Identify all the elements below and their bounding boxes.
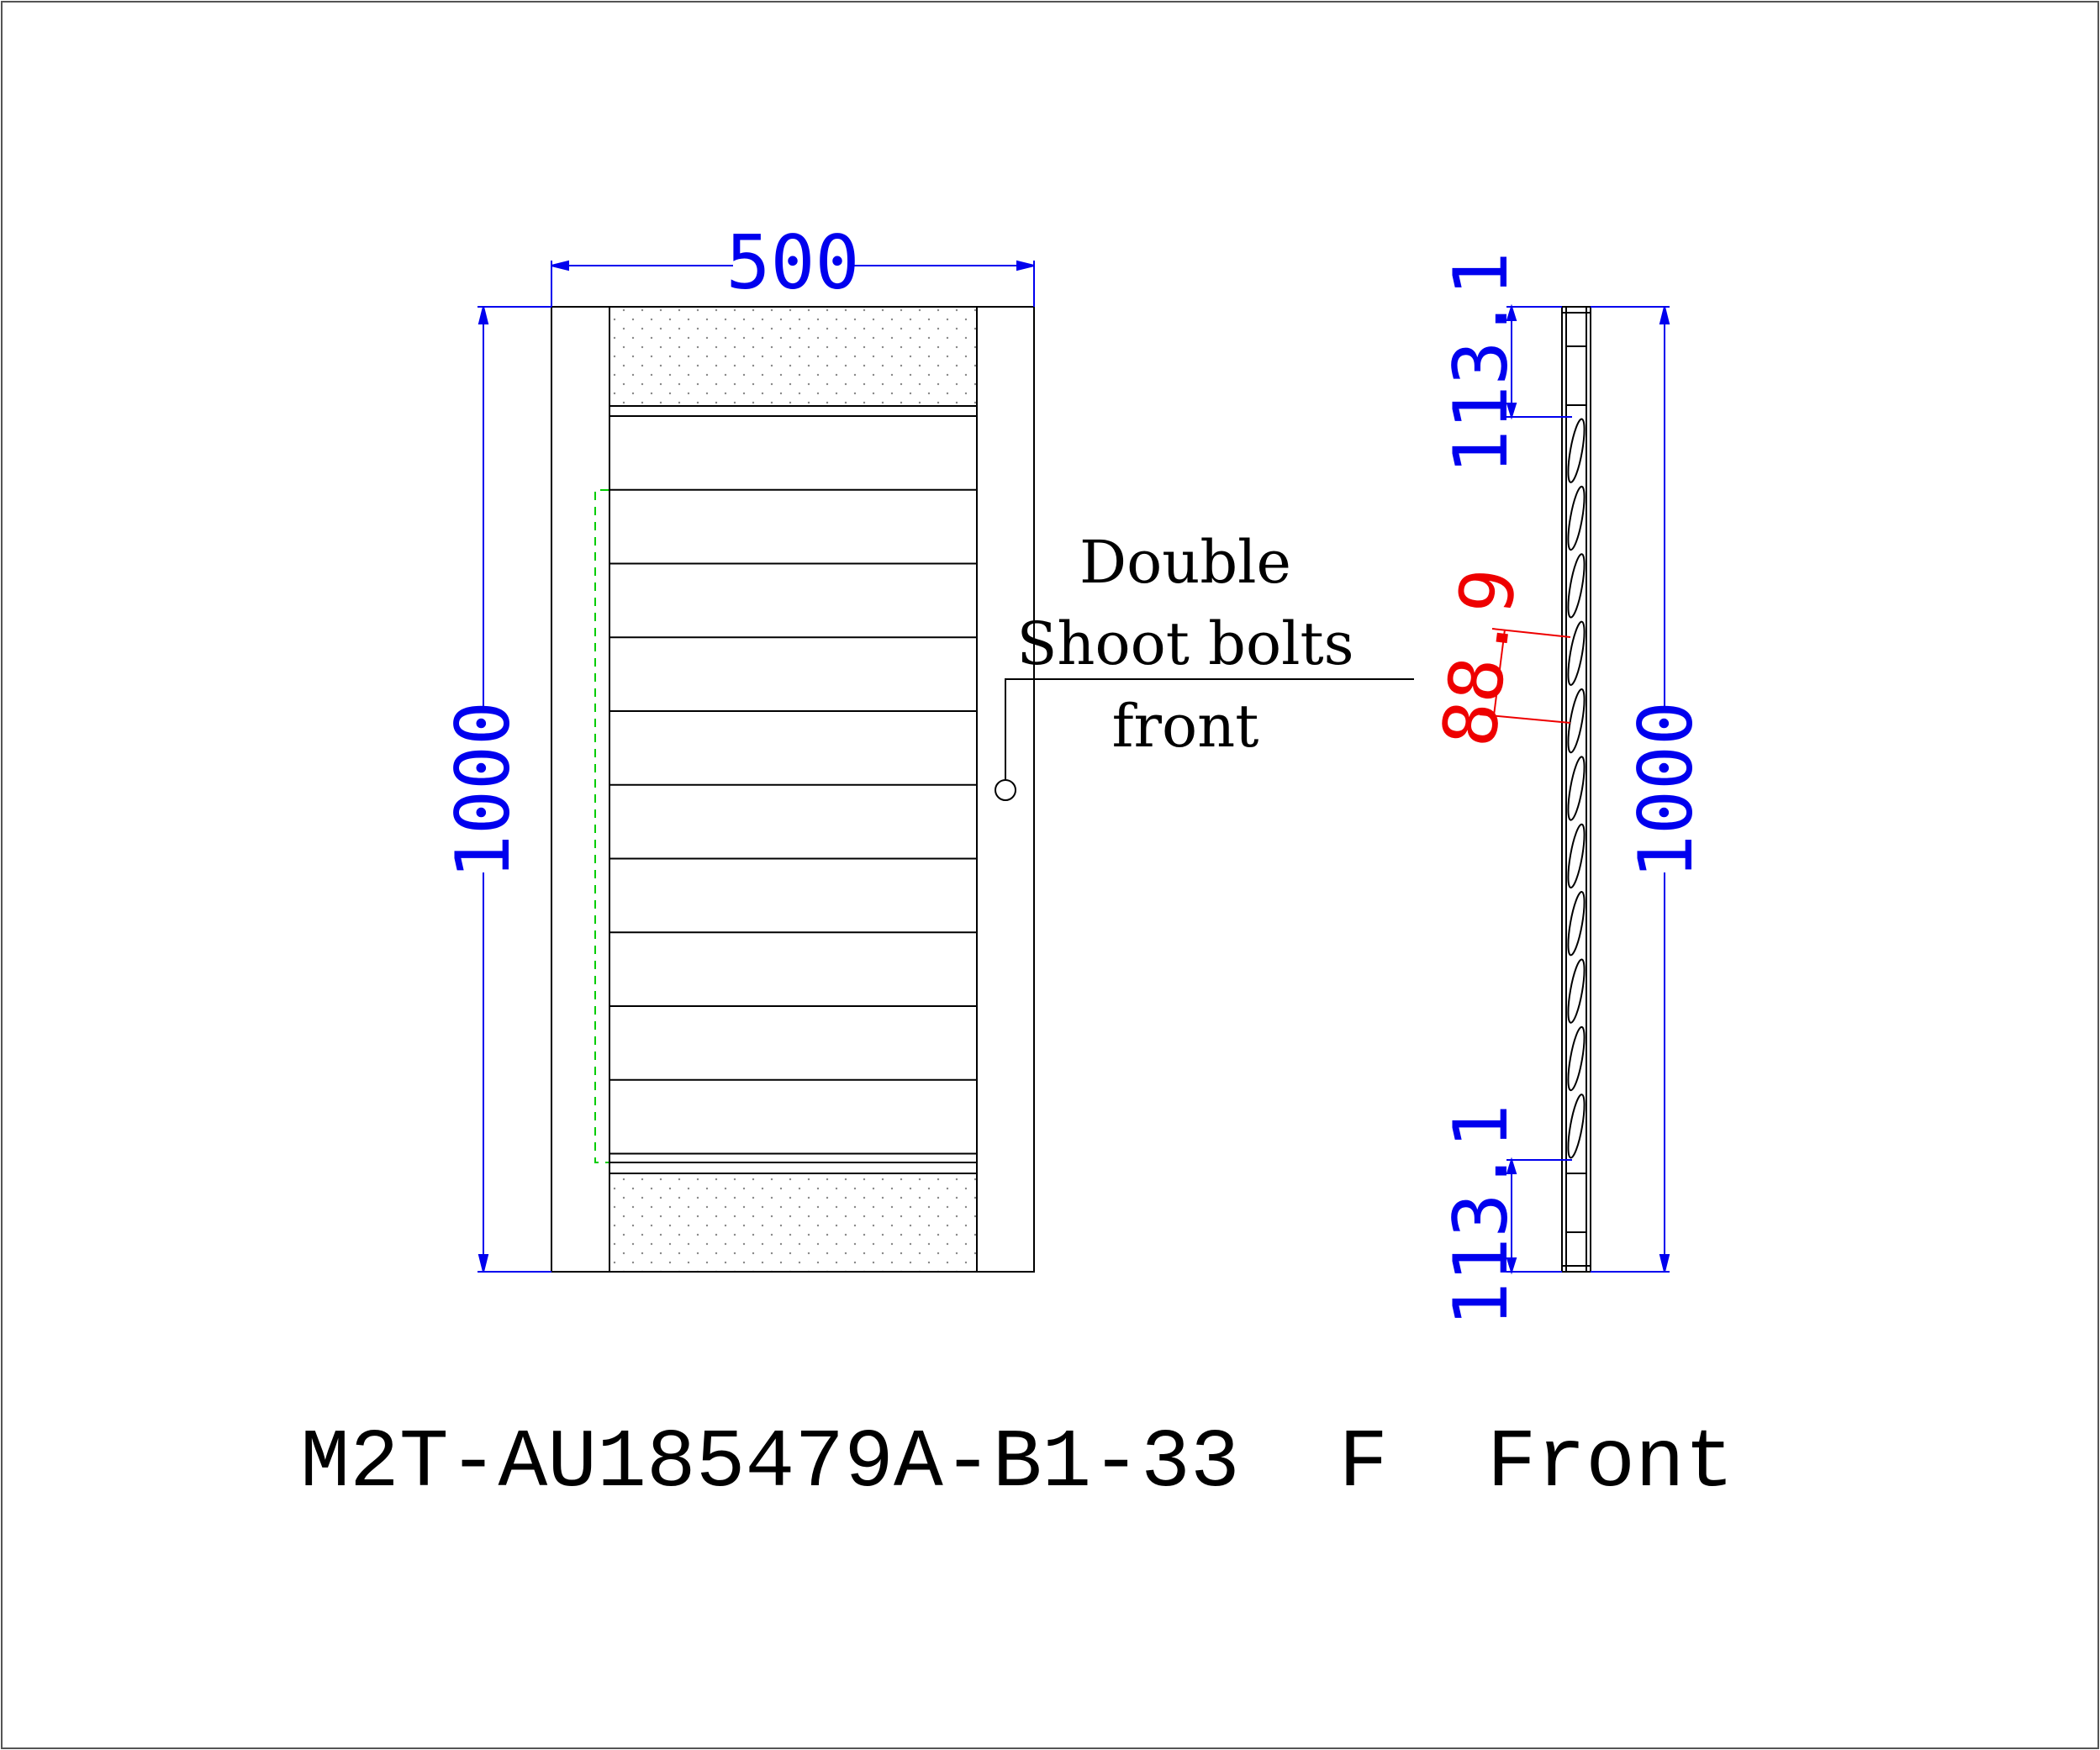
shoot-bolt-icon	[995, 779, 1016, 801]
note-line-3: front	[1112, 692, 1259, 761]
side-louvre-blade	[1567, 418, 1586, 483]
drawing-title: M2T-AU185479A-B1-33 F Front	[300, 1417, 1733, 1510]
side-view	[1561, 306, 1591, 1273]
side-louvre-blade	[1567, 756, 1586, 821]
leader-line	[1005, 678, 1414, 780]
height-dimension-right	[1591, 306, 1670, 1273]
side-louvre-blade	[1567, 688, 1586, 754]
bottom-rail	[609, 1173, 978, 1273]
height-label-right: 1000	[1622, 701, 1709, 879]
side-louvre-blade	[1567, 1025, 1586, 1092]
hinge-marker	[594, 489, 609, 1163]
side-louvre-blade	[1567, 891, 1586, 957]
bottom-rail-label: 113.1	[1438, 1104, 1524, 1327]
side-outer	[1561, 306, 1591, 1273]
side-louvre-blade	[1567, 620, 1586, 686]
width-label: 500	[726, 219, 860, 306]
bottom-rail-dimension	[1506, 1157, 1572, 1275]
width-dimension	[551, 260, 1035, 307]
height-dimension-left	[478, 306, 551, 1273]
side-louvre-blade	[1567, 823, 1586, 889]
side-louvre-blade	[1567, 1094, 1586, 1159]
note-line-2: Shoot bolts	[1016, 609, 1353, 678]
louvre-pitch-label: 88.9	[1426, 564, 1533, 751]
side-louvre-blade	[1567, 485, 1586, 551]
height-label-left: 1000	[440, 701, 526, 879]
side-louvre-blade	[1567, 958, 1586, 1024]
side-top-block	[1565, 345, 1587, 406]
front-view	[551, 306, 1035, 1273]
top-rail	[609, 306, 978, 407]
top-rail-label: 113.1	[1438, 252, 1524, 475]
louvre-pitch-dimension	[1479, 628, 1571, 724]
side-bottom-block	[1565, 1173, 1587, 1233]
side-louvre-blade	[1567, 553, 1586, 619]
top-rail-dimension	[1506, 303, 1572, 420]
side-louvres	[1567, 418, 1586, 1159]
outer-frame	[551, 306, 1035, 1273]
note-line-1: Double	[1079, 528, 1291, 597]
louvre-lines	[609, 488, 977, 1155]
